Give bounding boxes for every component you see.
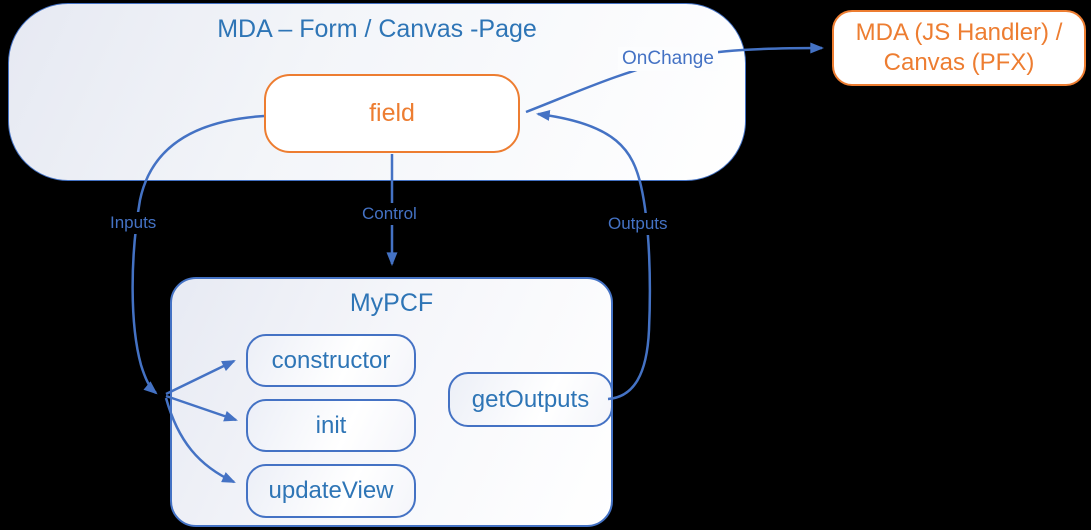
constructor-node-label: constructor xyxy=(271,346,391,374)
mda-form-canvas-title: MDA – Form / Canvas -Page xyxy=(217,15,537,43)
field-node: field xyxy=(264,74,520,153)
outputs-edge-label: Outputs xyxy=(604,213,672,235)
mda-js-handler-label-line2: Canvas (PFX) xyxy=(883,49,1035,76)
mypcf-title: MyPCF xyxy=(349,289,434,317)
init-node: init xyxy=(246,399,416,452)
mda-js-handler-node: MDA (JS Handler) / Canvas (PFX) xyxy=(832,10,1086,86)
control-edge-label: Control xyxy=(358,203,421,225)
constructor-node: constructor xyxy=(246,334,416,387)
getoutputs-node-label: getOutputs xyxy=(471,385,590,413)
updateview-node: updateView xyxy=(246,464,416,518)
mda-js-handler-label-line1: MDA (JS Handler) / xyxy=(855,19,1063,46)
updateview-node-label: updateView xyxy=(268,477,394,504)
field-node-label: field xyxy=(369,99,415,127)
init-node-label: init xyxy=(315,411,347,439)
onchange-edge-label: OnChange xyxy=(618,47,718,71)
getoutputs-node: getOutputs xyxy=(448,372,613,427)
inputs-edge-label: Inputs xyxy=(106,212,161,234)
